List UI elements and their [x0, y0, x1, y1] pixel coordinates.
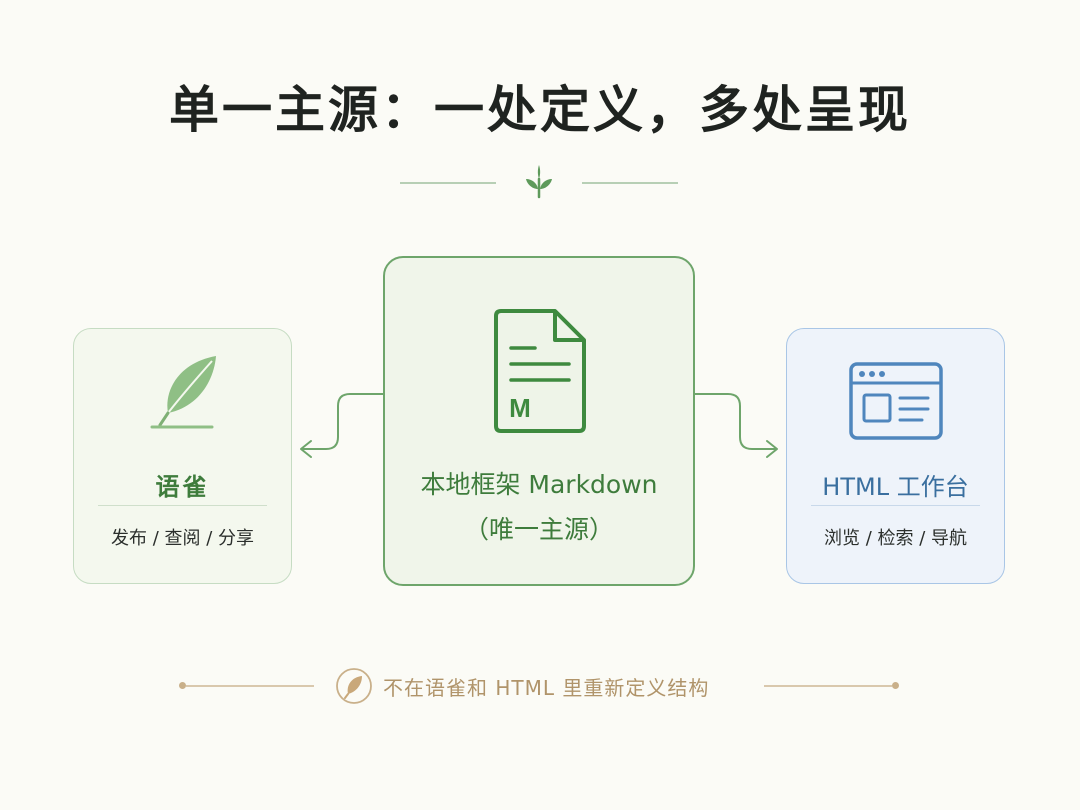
card-html-rule	[811, 505, 980, 506]
arrow-to-right	[695, 393, 777, 450]
sprout-icon	[526, 165, 552, 199]
card-html-title: HTML 工作台	[822, 473, 969, 501]
footer-line-left	[186, 685, 314, 687]
card-markdown-title: 本地框架 Markdown	[420, 470, 658, 499]
markdown-document-icon: M	[494, 309, 586, 433]
footer-dot-right	[892, 682, 899, 689]
page-title: 单一主源：一处定义，多处呈现	[169, 80, 911, 139]
markdown-letter: M	[509, 393, 531, 423]
card-yuque-rule	[98, 505, 267, 506]
title-divider-right	[582, 182, 678, 184]
card-yuque-title: 语雀	[155, 473, 210, 501]
browser-window-icon	[849, 362, 943, 440]
feather-icon	[336, 668, 372, 704]
footer-dot-left	[179, 682, 186, 689]
card-yuque-desc: 发布 / 查阅 / 分享	[110, 528, 254, 549]
card-markdown: M 本地框架 Markdown （唯一主源）	[383, 256, 695, 586]
card-html-desc: 浏览 / 检索 / 导航	[823, 528, 967, 549]
title-divider-left	[400, 182, 496, 184]
footer-note: 不在语雀和 HTML 里重新定义结构	[383, 676, 710, 700]
card-markdown-subtitle: （唯一主源）	[463, 515, 614, 544]
card-yuque: 语雀 发布 / 查阅 / 分享	[73, 328, 292, 584]
arrow-to-left	[301, 393, 383, 450]
card-html-workbench: HTML 工作台 浏览 / 检索 / 导航	[786, 328, 1005, 584]
feather-icon	[150, 356, 216, 429]
footer-line-right	[764, 685, 892, 687]
